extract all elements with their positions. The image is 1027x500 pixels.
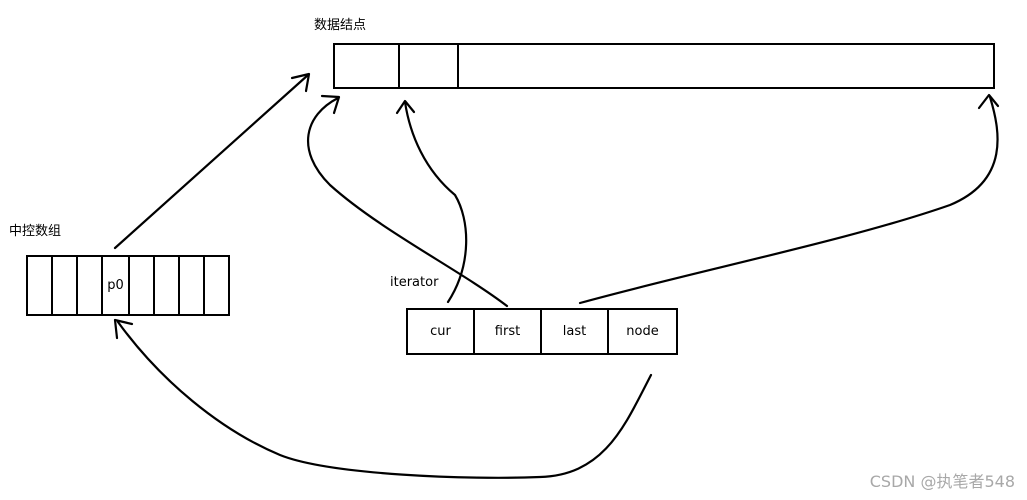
arrow-last-to-node-end <box>578 93 1000 305</box>
iterator-field-cur: cur <box>408 310 475 353</box>
map-array-cell <box>205 257 230 314</box>
arrow-node-to-p0 <box>113 318 653 479</box>
map-array-cell <box>28 257 53 314</box>
arrow-map-to-node <box>113 72 311 250</box>
data-node-buffer <box>333 43 995 89</box>
map-array-cell-p0: p0 <box>103 257 130 314</box>
data-node-cell <box>335 45 400 87</box>
map-array-cell <box>130 257 155 314</box>
map-array-title: 中控数组 <box>9 224 62 239</box>
data-node-title: 数据结点 <box>314 18 367 33</box>
csdn-watermark: CSDN @执笔者548 <box>869 472 1015 491</box>
iterator-title: iterator <box>390 275 439 290</box>
map-array-cell <box>78 257 103 314</box>
iterator-field-first: first <box>475 310 542 353</box>
iterator-field-cur-label: cur <box>430 324 451 339</box>
iterator-field-last: last <box>542 310 609 353</box>
map-array-cell <box>155 257 180 314</box>
iterator-struct: cur first last node <box>406 308 678 355</box>
iterator-field-first-label: first <box>494 324 521 339</box>
iterator-field-last-label: last <box>562 324 587 339</box>
iterator-field-node: node <box>609 310 676 353</box>
map-array: p0 <box>26 255 230 316</box>
map-array-p0-label: p0 <box>107 278 124 293</box>
iterator-field-node-label: node <box>626 324 659 339</box>
data-node-cell <box>400 45 459 87</box>
arrow-cur-to-node <box>395 99 468 304</box>
map-array-cell <box>180 257 205 314</box>
map-array-cell <box>53 257 78 314</box>
